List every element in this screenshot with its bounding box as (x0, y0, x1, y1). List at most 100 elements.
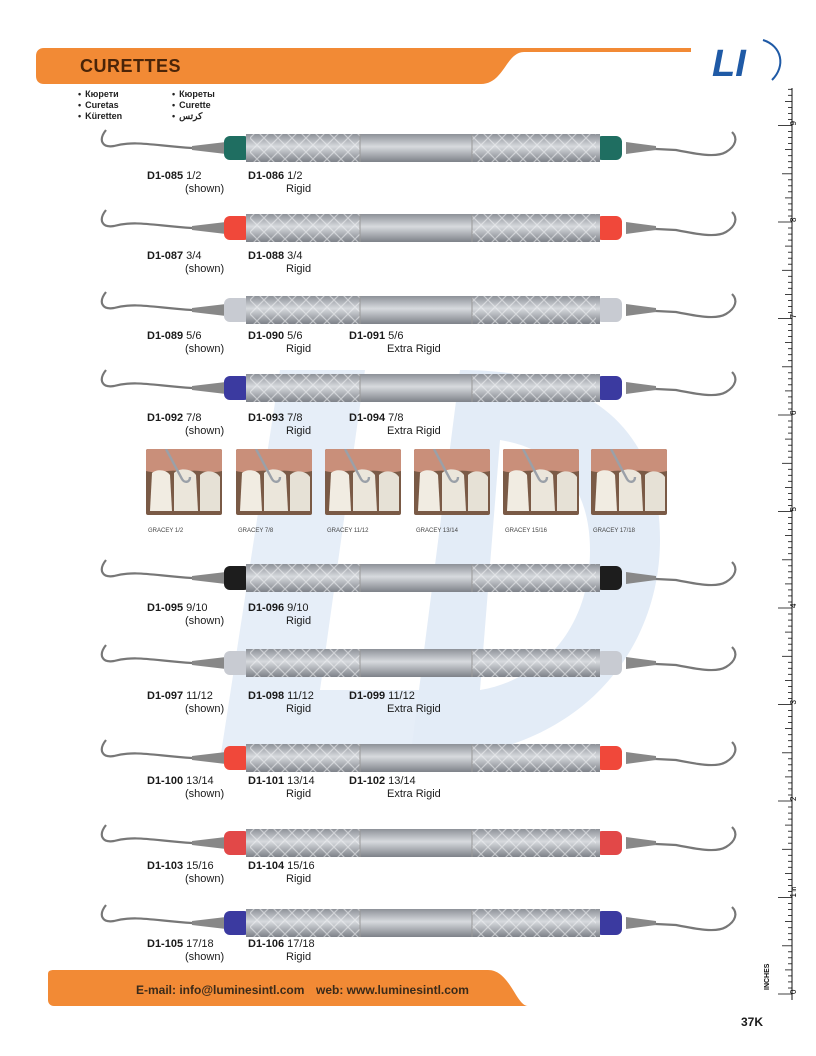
product-size: 13/14 (287, 775, 315, 787)
product-variant: Extra Rigid (387, 425, 441, 437)
company-logo: LI (712, 39, 782, 85)
product-code: D1-087 3/4(shown) (147, 250, 224, 276)
product-number: D1-104 (248, 860, 285, 872)
product-code: D1-089 5/6(shown) (147, 330, 224, 356)
ruler-label: 5 (789, 507, 798, 512)
product-number: D1-091 (349, 330, 386, 342)
photo-caption: GRACEY 15/16 (505, 528, 547, 534)
product-variant: Rigid (286, 263, 312, 275)
clinical-photo (591, 449, 667, 515)
product-variant: (shown) (185, 951, 225, 963)
product-variant: (shown) (185, 263, 225, 275)
product-number: D1-087 (147, 250, 184, 262)
product-number: D1-097 (147, 690, 184, 702)
language-item: Curetas (78, 100, 122, 111)
product-number: D1-095 (147, 602, 184, 614)
clinical-photo (236, 449, 312, 515)
product-number: D1-098 (248, 690, 285, 702)
photo-caption: GRACEY 1/2 (148, 528, 184, 534)
product-variant: Rigid (286, 951, 312, 963)
product-size: 9/10 (287, 602, 309, 614)
clinical-photo (503, 449, 579, 515)
curette-instrument (100, 129, 737, 162)
clinical-photo (325, 449, 401, 515)
product-size: 5/6 (388, 330, 404, 342)
curette-instrument (100, 369, 737, 402)
product-code: D1-100 13/14(shown) (147, 775, 224, 801)
product-size: 7/8 (388, 412, 404, 424)
product-variant: Extra Rigid (387, 343, 441, 355)
header-band (36, 48, 691, 84)
logo-text: LI (712, 43, 747, 85)
product-variant: Rigid (286, 343, 312, 355)
ruler-label: 7 (789, 314, 798, 319)
product-size: 17/18 (287, 938, 315, 950)
product-number: D1-096 (248, 602, 285, 614)
product-variant: Rigid (286, 615, 312, 627)
product-size: 7/8 (186, 412, 202, 424)
product-variant: Rigid (286, 703, 312, 715)
product-variant: Extra Rigid (387, 703, 441, 715)
language-list-1: Кюрети Curetas Küretten (78, 89, 122, 122)
product-number: D1-094 (349, 412, 386, 424)
product-number: D1-089 (147, 330, 184, 342)
product-size: 3/4 (287, 250, 303, 262)
clinical-photo (414, 449, 490, 515)
language-item: Curette (172, 100, 215, 111)
product-size: 15/16 (186, 860, 214, 872)
product-variant: (shown) (185, 703, 225, 715)
product-code: D1-085 1/2(shown) (147, 170, 224, 196)
curette-instrument (100, 739, 737, 772)
product-size: 5/6 (186, 330, 202, 342)
contact-email[interactable]: E-mail: info@luminesintl.com (136, 983, 305, 997)
ruler-label: 9 (789, 121, 798, 126)
photo-caption: GRACEY 13/14 (416, 528, 458, 534)
curette-instrument (100, 904, 737, 937)
product-code: D1-095 9/10(shown) (147, 602, 224, 628)
language-list-2: Кюреты Curette كرتس (172, 89, 215, 122)
product-variant: (shown) (185, 615, 225, 627)
product-number: D1-088 (248, 250, 285, 262)
ruler-label: 4 (789, 603, 798, 608)
language-item: Küretten (78, 111, 122, 122)
product-size: 9/10 (186, 602, 208, 614)
product-code: D1-097 11/12(shown) (147, 690, 224, 716)
ruler-inch-suffix: in (792, 887, 798, 892)
curette-instrument (100, 209, 737, 242)
clinical-photo (146, 449, 222, 515)
product-size: 5/6 (287, 330, 303, 342)
product-variant: Rigid (286, 788, 312, 800)
product-number: D1-093 (248, 412, 285, 424)
language-item: كرتس (172, 111, 215, 122)
page-title: CURETTES (80, 56, 182, 76)
product-size: 11/12 (186, 690, 213, 702)
product-size: 1/2 (287, 170, 303, 182)
product-size: 17/18 (186, 938, 214, 950)
contact-website[interactable]: web: www.luminesintl.com (316, 983, 469, 997)
product-variant: (shown) (185, 183, 225, 195)
product-size: 13/14 (388, 775, 416, 787)
ruler-label: 6 (789, 410, 798, 415)
footer-band (48, 970, 528, 1006)
product-size: 7/8 (287, 412, 303, 424)
product-variant: Rigid (286, 425, 312, 437)
product-size: 13/14 (186, 775, 214, 787)
product-number: D1-105 (147, 938, 184, 950)
product-code: D1-092 7/8(shown) (147, 412, 224, 438)
product-code: D1-105 17/18(shown) (147, 938, 224, 964)
curette-instrument (100, 559, 737, 592)
product-number: D1-102 (349, 775, 386, 787)
product-number: D1-101 (248, 775, 285, 787)
